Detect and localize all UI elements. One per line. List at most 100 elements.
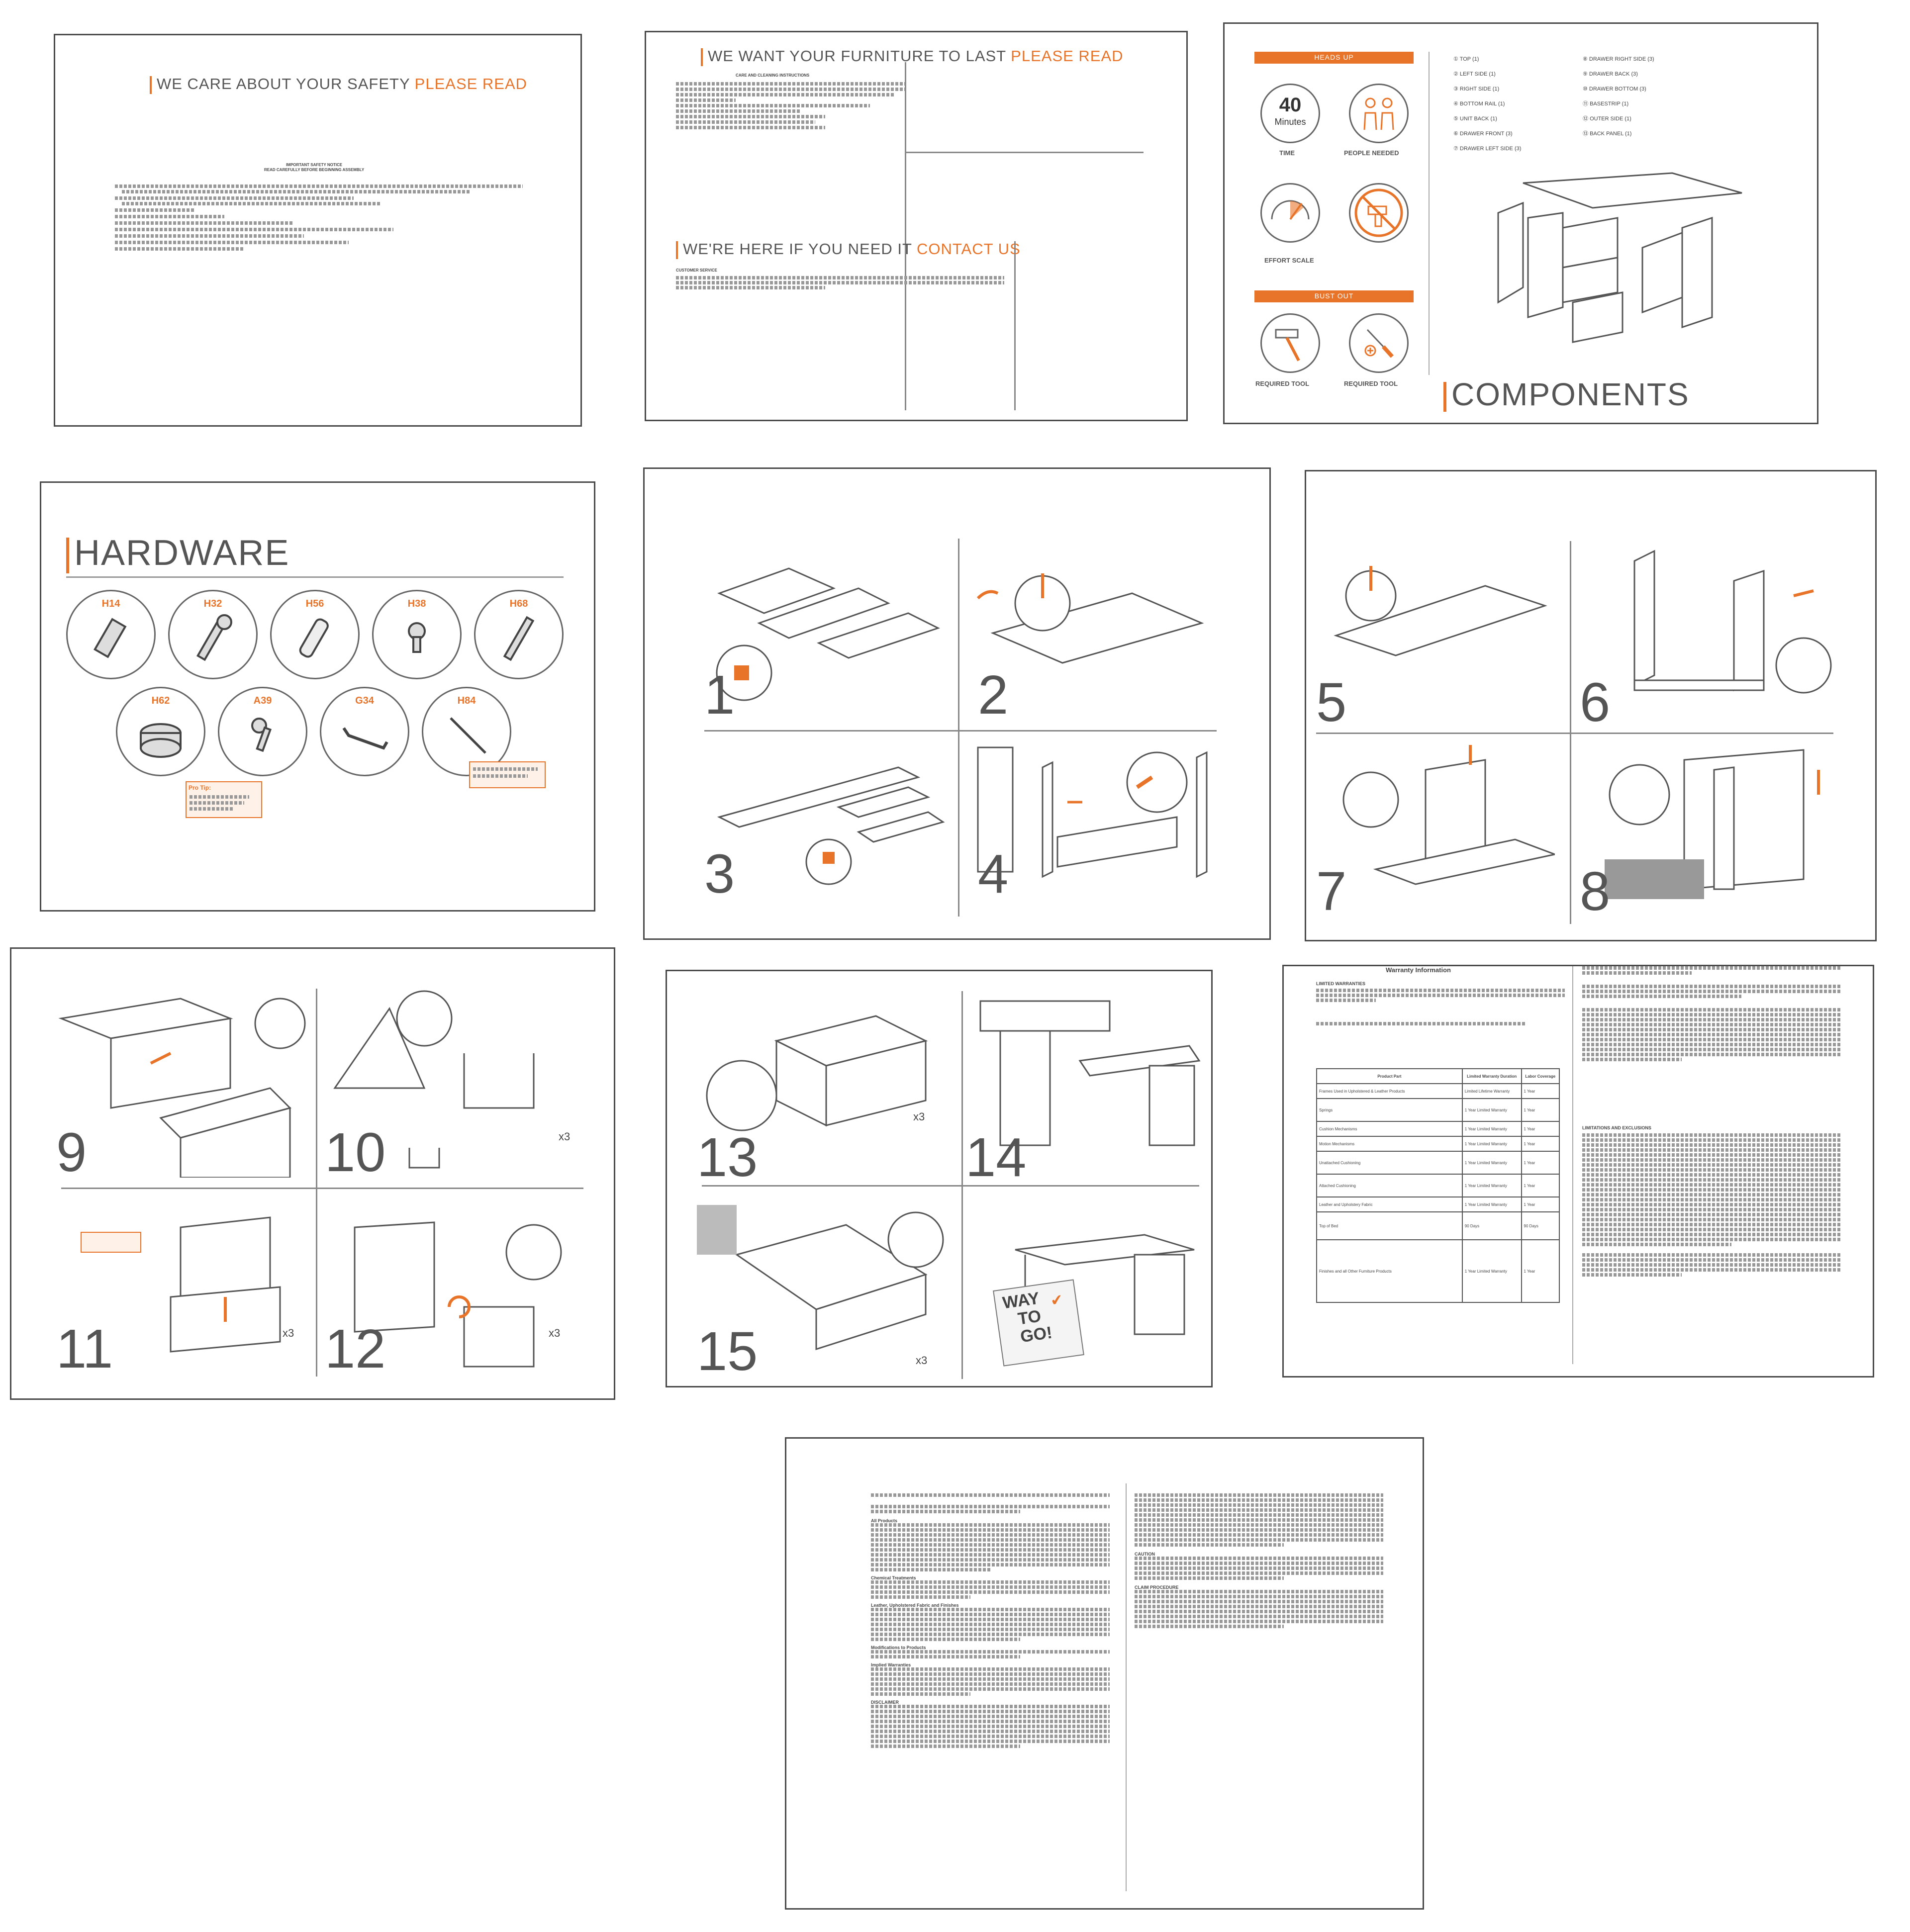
table-cell: Motion Mechanisms [1316,1136,1463,1152]
hardware-label: A39 [253,695,272,706]
hardware-label: H62 [151,695,170,706]
component-label: OUTER SIDE (1) [1590,116,1631,122]
step10-illustration [333,990,535,1169]
step1-illustration [716,567,940,701]
multiplier-step11: x3 [283,1327,294,1339]
pro-tip-box: Pro Tip: [186,781,262,818]
component-label: DRAWER FRONT (3) [1459,131,1513,137]
page-warranty-continued: All Products Chemical Treatments Leather… [785,1437,1424,1910]
contact-heading: WE'RE HERE IF YOU NEED IT CONTACT US [676,240,1021,259]
table-cell: Leather and Upholstery Fabric [1316,1196,1463,1212]
page-steps-1-4: 1 2 3 4 [643,467,1271,940]
step-number: 1 [704,664,735,726]
table-cell: 1 Year Limited Warranty [1461,1239,1522,1303]
table-cell: Frames Used in Upholstered & Leather Pro… [1316,1083,1463,1099]
component-label: RIGHT SIDE (1) [1459,86,1500,92]
section-title: Leather, Upholstered Fabric and Finishes [871,1603,959,1608]
hardware-label: H38 [407,598,426,609]
grid-divider-v [316,989,317,1377]
tool1-label: REQUIRED TOOL [1255,380,1310,387]
cam-lock-icon [140,723,182,758]
step-number: 4 [978,843,1009,905]
step6-illustration [1633,550,1832,694]
hardware-h14: H14 [66,590,156,679]
step11-illustration [81,1216,281,1353]
table-cell: 1 Year [1521,1098,1560,1122]
component-item: ⑥ DRAWER FRONT (3) [1453,131,1513,137]
screwdriver-icon [1364,329,1394,358]
table-cell: Top of Bed [1316,1211,1463,1240]
care-divider-h [905,152,1144,153]
last-divider [1126,1483,1127,1891]
table-cell: 1 Year [1521,1151,1560,1175]
components-title-text: COMPONENTS [1451,376,1690,412]
components-title: COMPONENTS [1443,376,1690,413]
hammer-circle [1260,313,1320,373]
warranty-title: Warranty Information [1386,966,1451,974]
last-right-column: CAUTION CLAIM PROCEDURE [1135,1493,1393,1628]
people-icon [1363,97,1394,130]
bolt-icon [94,618,127,658]
care-heading: WE WANT YOUR FURNITURE TO LAST PLEASE RE… [701,47,1124,66]
grid-divider-h [1316,733,1833,734]
grid-divider-v [958,539,959,917]
step-number: 7 [1316,861,1347,922]
multiplier-step10: x3 [559,1130,571,1143]
multiplier-step15: x3 [916,1354,928,1367]
table-cell: 1 Year [1521,1196,1560,1212]
hardware-h38: H38 [372,590,462,679]
step-number: 10 [325,1122,386,1183]
people-label: PEOPLE NEEDED [1344,149,1399,157]
step7-illustration [1342,745,1555,885]
table-cell: 1 Year Limited Warranty [1461,1121,1522,1137]
heading-text: WE CARE ABOUT YOUR SAFETY [157,75,415,92]
component-item: ⑩ DRAWER BOTTOM (3) [1583,86,1646,92]
hardware-h68: H68 [474,590,564,679]
tool2-label: REQUIRED TOOL [1344,380,1398,387]
component-label: DRAWER BACK (3) [1589,71,1638,77]
table-cell: 1 Year Limited Warranty [1461,1098,1522,1122]
step8-illustration [1605,749,1820,899]
dowel-icon [299,618,329,658]
components-divider [1429,52,1430,375]
short-screw-icon [408,622,426,653]
subheading-line1: IMPORTANT SAFETY NOTICE [286,163,343,167]
step-number: 8 [1580,861,1611,922]
component-item: ⑪ BASESTRIP (1) [1583,101,1629,107]
table-row: Frames Used in Upholstered & Leather Pro… [1316,1083,1560,1099]
component-label: DRAWER RIGHT SIDE (3) [1589,56,1654,62]
table-header: Limited Warranty Duration [1461,1068,1522,1084]
table-cell: 1 Year Limited Warranty [1461,1174,1522,1197]
hardware-a39: A39 [218,687,307,776]
contact-text-lines [676,276,1004,291]
step4-illustration [977,746,1208,878]
warranty-divider [1572,966,1573,1364]
heading-accent: PLEASE READ [414,75,528,92]
table-cell: 1 Year [1521,1239,1560,1303]
component-label: DRAWER BOTTOM (3) [1589,86,1646,92]
contact-divider [1014,241,1016,410]
step2-illustration [976,573,1204,664]
component-label: LEFT SIDE (1) [1459,71,1496,77]
exploded-desk-illustration [1497,172,1742,343]
table-cell: 90 Days [1521,1211,1560,1240]
warranty-table: Product Part Limited Warranty Duration L… [1316,1068,1560,1303]
hardware-label: H14 [101,598,120,609]
component-item: ② LEFT SIDE (1) [1453,71,1496,77]
table-cell: Springs [1316,1098,1463,1122]
pro-tip-label: Pro Tip: [189,784,211,791]
component-item: ④ BOTTOM RAIL (1) [1453,101,1505,107]
section-title: Modifications to Products [871,1645,926,1650]
care-text-lines [676,82,925,131]
grid-divider-h [61,1188,583,1189]
multiplier-step13: x3 [913,1110,925,1123]
page-components: HEADS UP 40 Minutes TIME PEOPLE NEEDED E… [1223,22,1818,424]
step12-illustration [354,1221,562,1368]
hardware-label: H68 [509,598,528,609]
table-header: Product Part [1316,1068,1463,1084]
time-value: 40 [1279,94,1302,116]
components-right-list: ⑧ DRAWER RIGHT SIDE (3) ⑨ DRAWER BACK (3… [1583,52,1654,141]
